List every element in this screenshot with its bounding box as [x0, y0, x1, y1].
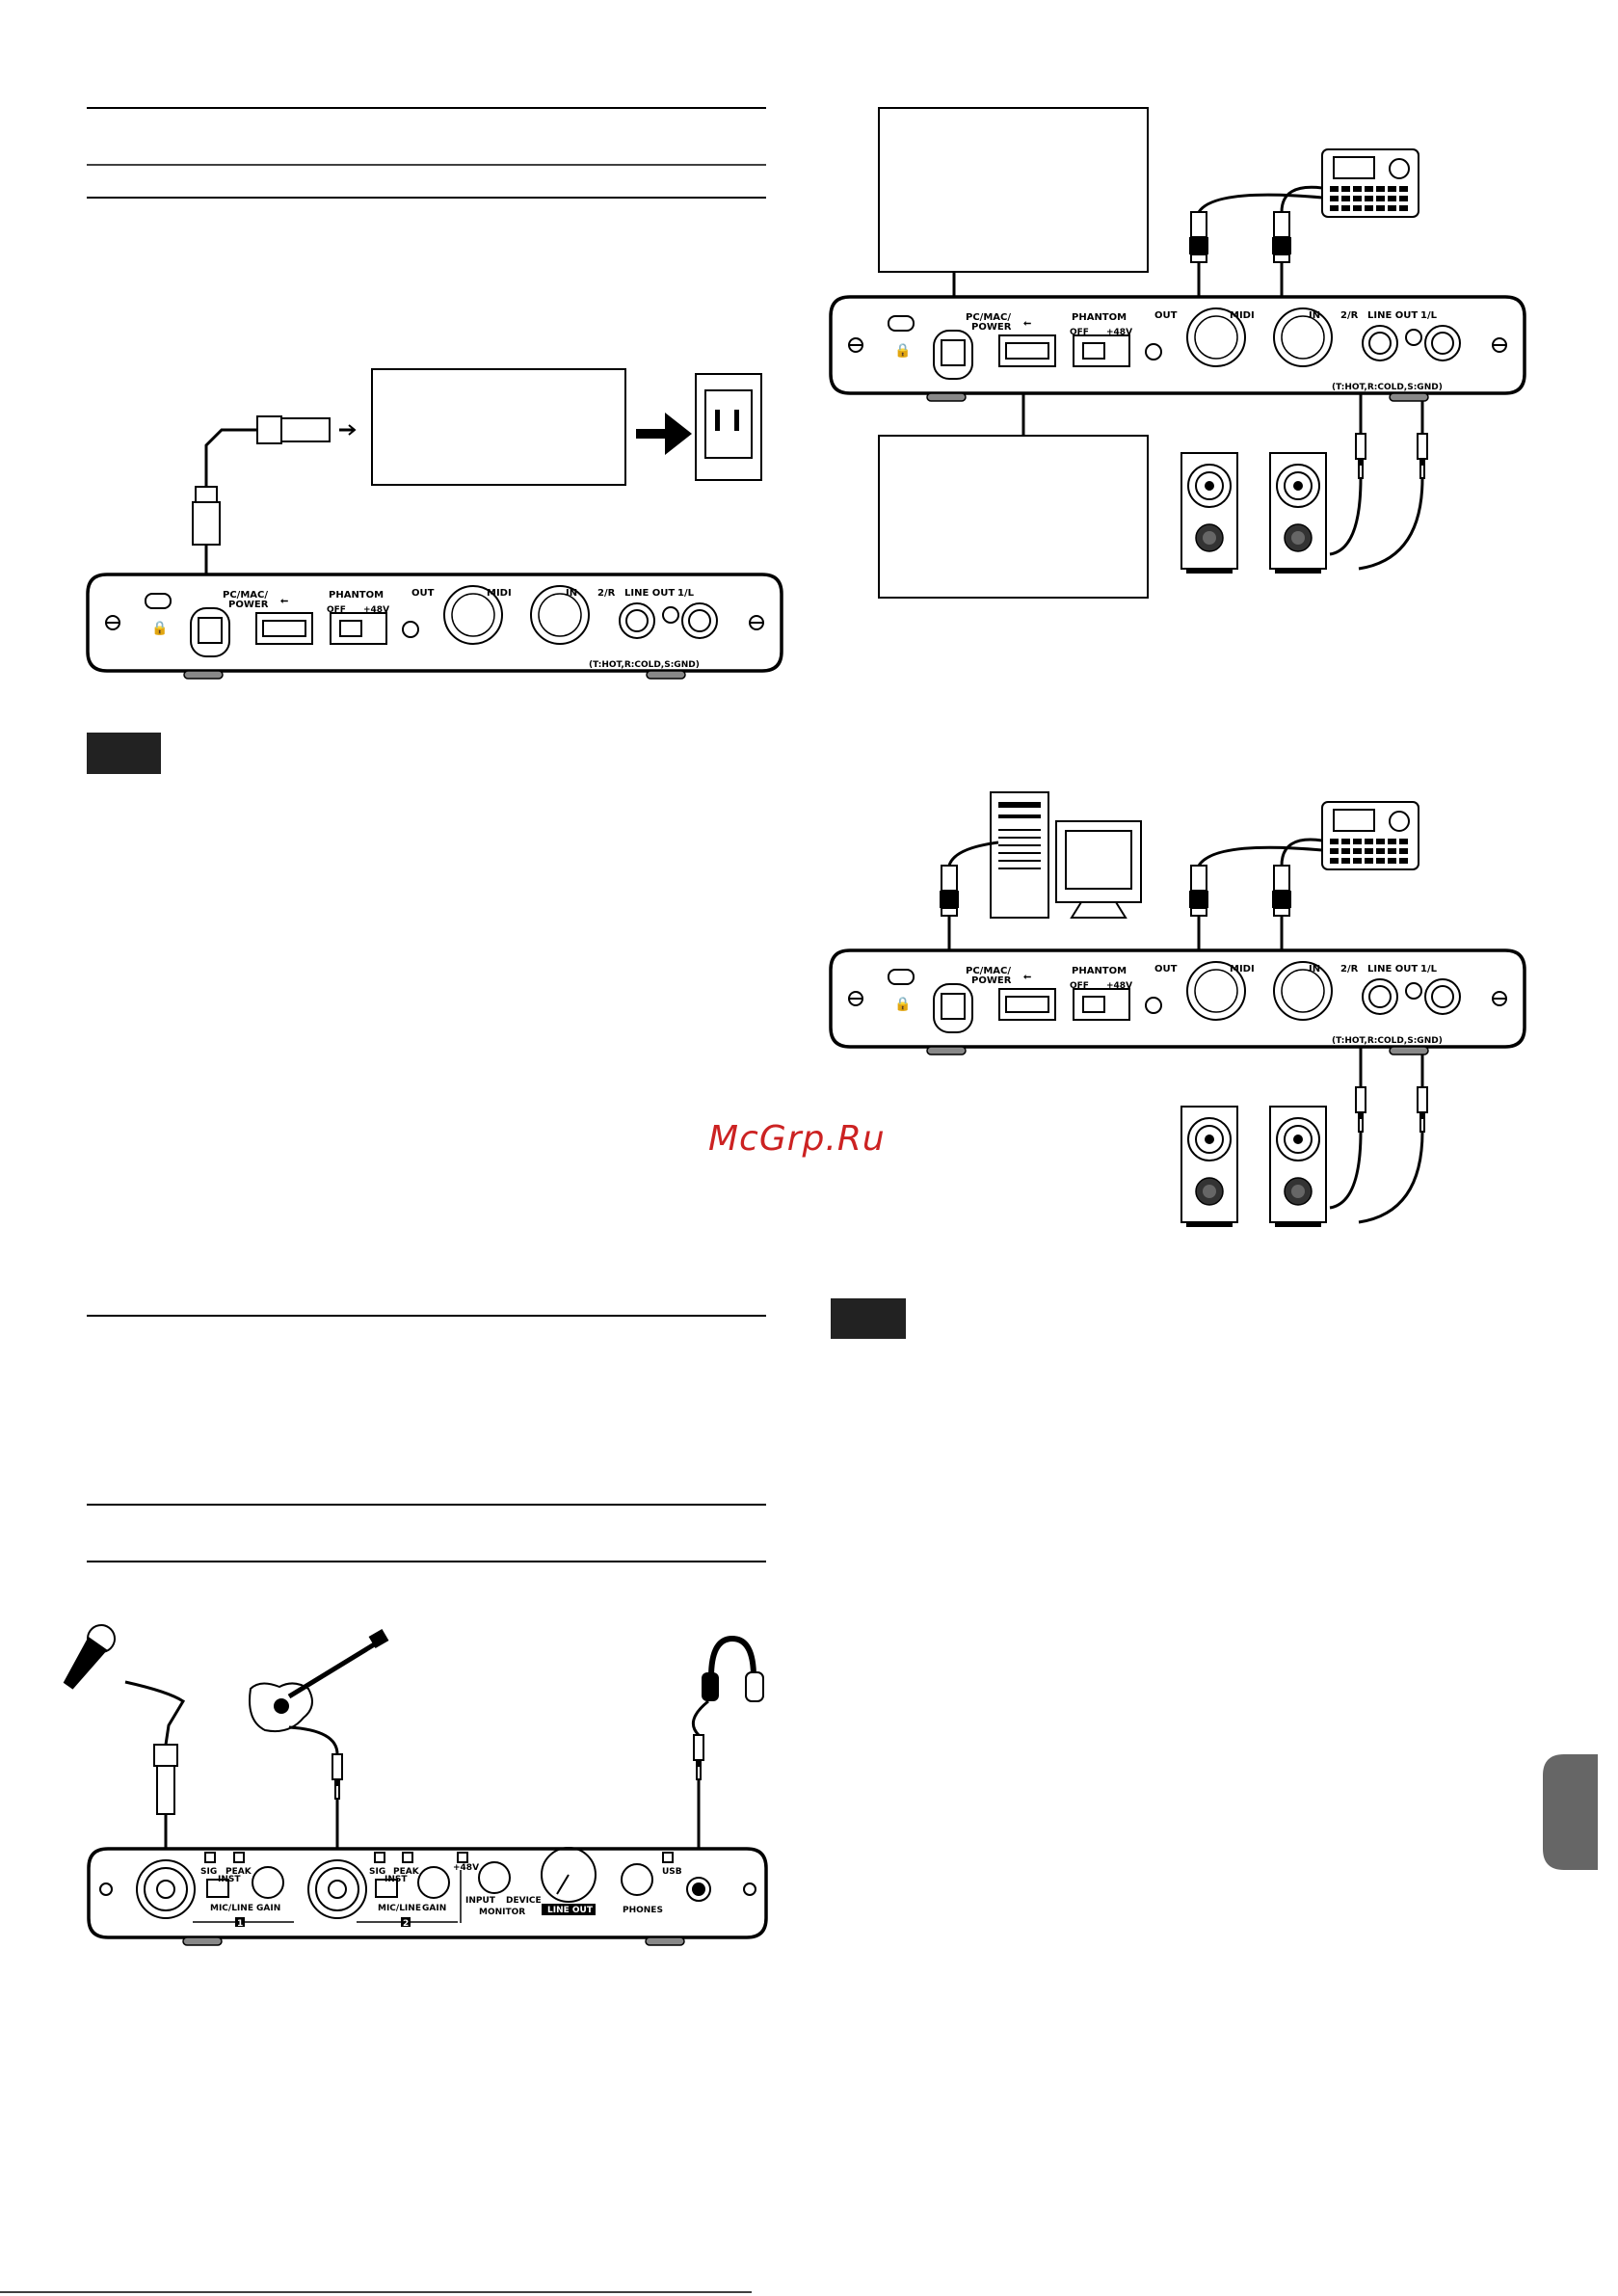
upper-box: [878, 107, 1149, 273]
svg-text:LINE OUT: LINE OUT: [624, 588, 675, 599]
svg-text:PC/MAC/: PC/MAC/: [966, 312, 1011, 323]
svg-text:(T:HOT,R:COLD,S:GND): (T:HOT,R:COLD,S:GND): [1332, 1036, 1443, 1046]
svg-text:2: 2: [403, 1919, 409, 1929]
lower-box: [878, 435, 1149, 599]
svg-text:+48V: +48V: [1106, 981, 1132, 991]
svg-text:LINE OUT: LINE OUT: [547, 1906, 594, 1915]
svg-text:MIC/LINE: MIC/LINE: [210, 1904, 253, 1913]
svg-text:SIG: SIG: [200, 1867, 217, 1877]
svg-text:INPUT: INPUT: [465, 1896, 496, 1906]
rear-panel-2: PC/MAC/ POWER PHANTOM OFF +48V OUT MIDI …: [829, 295, 1526, 403]
computer-icon: [990, 791, 1142, 919]
guitar: [249, 1628, 389, 1733]
svg-text:MONITOR: MONITOR: [479, 1908, 525, 1917]
svg-text:INST: INST: [218, 1875, 241, 1884]
svg-text:MIDI: MIDI: [1230, 964, 1255, 974]
svg-text:MIDI: MIDI: [487, 588, 512, 599]
midi-standalone-diagram: [878, 107, 1429, 599]
svg-text:POWER: POWER: [228, 600, 269, 610]
svg-text:PHANTOM: PHANTOM: [329, 590, 384, 601]
svg-text:PEAK: PEAK: [225, 1867, 252, 1877]
svg-text:GAIN: GAIN: [422, 1904, 446, 1913]
svg-text:1/L: 1/L: [1420, 964, 1438, 974]
svg-text:OUT: OUT: [411, 588, 435, 599]
svg-text:(T:HOT,R:COLD,S:GND): (T:HOT,R:COLD,S:GND): [1332, 383, 1443, 392]
svg-text:2/R: 2/R: [1340, 310, 1359, 321]
svg-text:USB: USB: [662, 1867, 682, 1877]
svg-text:+48V: +48V: [453, 1863, 479, 1873]
svg-text:MIC/LINE: MIC/LINE: [378, 1904, 421, 1913]
svg-text:PEAK: PEAK: [393, 1867, 420, 1877]
svg-text:(T:HOT,R:COLD,S:GND): (T:HOT,R:COLD,S:GND): [589, 660, 700, 670]
svg-text:2/R: 2/R: [597, 588, 616, 599]
svg-text:PHANTOM: PHANTOM: [1072, 312, 1127, 323]
svg-text:OUT: OUT: [1154, 964, 1178, 974]
svg-text:LINE OUT: LINE OUT: [1367, 964, 1418, 974]
svg-text:GAIN: GAIN: [256, 1904, 280, 1913]
svg-text:INST: INST: [385, 1875, 408, 1884]
adapter-box: [371, 368, 626, 486]
svg-text:PHANTOM: PHANTOM: [1072, 966, 1127, 976]
svg-text:+48V: +48V: [1106, 328, 1132, 337]
svg-text:1: 1: [237, 1919, 243, 1929]
svg-text:IN: IN: [566, 588, 577, 599]
svg-text:OUT: OUT: [1154, 310, 1178, 321]
svg-text:1/L: 1/L: [1420, 310, 1438, 321]
rear-panel-1: PC/MAC/ POWER PHANTOM OFF +48V OUT MIDI …: [86, 573, 783, 681]
svg-text:2/R: 2/R: [1340, 964, 1359, 974]
svg-text:IN: IN: [1309, 964, 1320, 974]
note-label-box-1: [87, 733, 161, 774]
svg-text:OFF: OFF: [1070, 328, 1089, 337]
section-tab: [1543, 1754, 1598, 1870]
svg-text:IN: IN: [1309, 310, 1320, 321]
svg-text:SIG: SIG: [369, 1867, 385, 1877]
arrow-icon: [636, 413, 692, 455]
computer-midi-diagram: [939, 791, 1429, 1228]
note-label-box-2: [831, 1298, 906, 1339]
svg-text:POWER: POWER: [971, 975, 1012, 986]
svg-text:PHONES: PHONES: [623, 1906, 663, 1915]
headphones: [702, 1635, 764, 1702]
svg-text:OFF: OFF: [327, 605, 346, 615]
svg-text:OFF: OFF: [1070, 981, 1089, 991]
svg-text:POWER: POWER: [971, 322, 1012, 333]
front-panel-diagram: SIG PEAK INST MIC/LINE GAIN 1 SIG PEAK I…: [63, 1624, 768, 1946]
svg-text:1/L: 1/L: [677, 588, 695, 599]
svg-text:MIDI: MIDI: [1230, 310, 1255, 321]
svg-text:LINE OUT: LINE OUT: [1367, 310, 1418, 321]
rear-panel-3: PC/MAC/ POWER PHANTOM OFF +48V OUT MIDI …: [829, 948, 1526, 1056]
svg-text:PC/MAC/: PC/MAC/: [966, 966, 1011, 976]
microphone: [63, 1624, 116, 1690]
svg-text:+48V: +48V: [363, 605, 389, 615]
watermark: McGrp.Ru: [708, 1119, 886, 1159]
svg-text:PC/MAC/: PC/MAC/: [223, 590, 268, 601]
power-connection-diagram: [192, 368, 762, 630]
svg-text:DEVICE: DEVICE: [506, 1896, 542, 1906]
wall-outlet: [695, 373, 762, 481]
